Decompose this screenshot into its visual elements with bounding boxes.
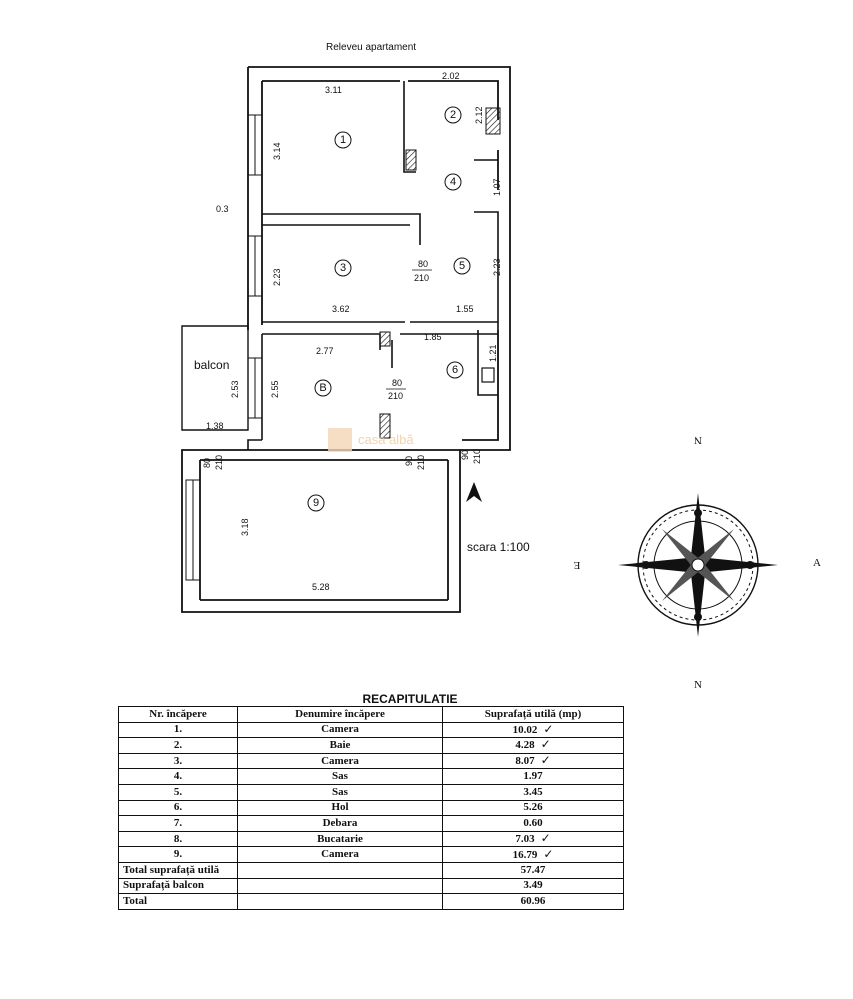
- outer-walls: [247, 66, 511, 451]
- svg-text:9: 9: [313, 497, 319, 509]
- svg-text:210: 210: [388, 391, 403, 401]
- room-number: 9: [307, 494, 325, 512]
- svg-text:80: 80: [392, 378, 402, 388]
- svg-text:A: A: [813, 557, 821, 569]
- dim-text: 1.85: [424, 332, 442, 342]
- svg-text:210: 210: [416, 455, 426, 470]
- dim-text: 1.38: [206, 421, 224, 431]
- dim-text: 2.12: [474, 106, 484, 124]
- room-number: 5: [453, 257, 471, 275]
- svg-text:1: 1: [340, 134, 346, 146]
- svg-text:4: 4: [450, 176, 456, 188]
- compass-rose-icon: N N E A: [573, 434, 821, 690]
- svg-text:B: B: [319, 382, 326, 394]
- room-number: B: [314, 379, 332, 397]
- room-number: 2: [444, 106, 462, 124]
- dim-text: 0.3: [216, 204, 229, 214]
- balcony-label: balcon: [194, 358, 229, 372]
- table-header-row: Nr. încăpere Denumire încăpere Suprafață…: [118, 706, 624, 723]
- dim-text: 1.21: [488, 344, 498, 362]
- svg-text:6: 6: [452, 364, 458, 376]
- door-label: 80 210: [412, 259, 432, 283]
- column-header: Denumire încăpere: [237, 706, 443, 723]
- recap-table: Nr. încăpere Denumire încăpere Suprafață…: [118, 706, 624, 910]
- check-mark-icon: ✓: [543, 846, 554, 861]
- door-label: 90 210: [404, 455, 426, 470]
- dim-text: 3.11: [325, 85, 342, 95]
- svg-text:210: 210: [472, 449, 482, 464]
- column-header: Nr. încăpere: [118, 706, 238, 723]
- scale-label: scara 1:100: [467, 540, 530, 554]
- dim-text: 5.28: [312, 582, 330, 592]
- room-number: 1: [334, 131, 352, 149]
- dim-text: 2.23: [272, 268, 282, 286]
- dim-text: 2.02: [442, 71, 460, 81]
- interior-walls: [247, 81, 499, 450]
- svg-text:N: N: [694, 434, 702, 446]
- dim-text: 2.23: [492, 258, 502, 276]
- room-number: 3: [334, 259, 352, 277]
- door-label: 80 210: [202, 455, 224, 470]
- balcony: [181, 325, 249, 431]
- svg-text:casa albă: casa albă: [358, 432, 414, 447]
- closet-symbol: [481, 367, 495, 383]
- door-label: 90 210: [460, 449, 482, 464]
- dim-text: 2.53: [230, 380, 240, 398]
- svg-text:210: 210: [414, 273, 429, 283]
- door-label: 80 210: [386, 378, 406, 401]
- check-mark-icon: ✓: [540, 831, 551, 846]
- room-number: 4: [444, 173, 462, 191]
- dim-text: 1.55: [456, 304, 474, 314]
- svg-text:210: 210: [214, 455, 224, 470]
- plan-title: Releveu apartament: [326, 42, 416, 53]
- dim-text: 3.18: [240, 518, 250, 536]
- svg-text:90: 90: [404, 456, 414, 466]
- windows-left: [185, 114, 263, 581]
- svg-text:80: 80: [418, 259, 428, 269]
- dim-text: 2.77: [316, 346, 334, 356]
- room-number: 6: [446, 361, 464, 379]
- room-9-walls: [181, 449, 461, 613]
- check-mark-icon: ✓: [540, 753, 551, 768]
- shaft-bath: [485, 107, 501, 135]
- svg-text:N: N: [694, 679, 702, 690]
- entry-arrow-icon: [466, 482, 482, 502]
- check-mark-icon: ✓: [543, 721, 554, 736]
- dim-text: 3.14: [272, 142, 282, 160]
- svg-text:E: E: [573, 559, 580, 571]
- svg-text:2: 2: [450, 109, 456, 121]
- svg-text:80: 80: [202, 458, 212, 468]
- recap-title: RECAPITULATIE: [362, 692, 458, 706]
- floor-plan: Releveu apartament: [181, 42, 821, 690]
- svg-text:90: 90: [460, 450, 470, 460]
- dim-text: 1.07: [492, 178, 502, 196]
- shaft-hall: [405, 149, 417, 171]
- shaft-kitchen-bottom: [379, 413, 391, 439]
- shaft-kitchen-top: [379, 331, 391, 347]
- svg-text:3: 3: [340, 262, 346, 274]
- svg-text:5: 5: [459, 260, 465, 272]
- dim-text: 3.62: [332, 304, 350, 314]
- dim-text: 2.55: [270, 380, 280, 398]
- column-header: Suprafață utilă (mp): [442, 706, 624, 723]
- check-mark-icon: ✓: [540, 737, 551, 752]
- watermark: casa albă: [328, 428, 414, 452]
